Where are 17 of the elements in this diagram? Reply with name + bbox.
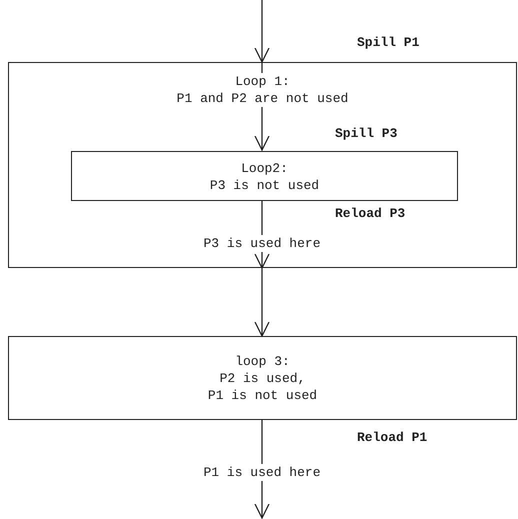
arrow xyxy=(254,0,270,63)
usage-note: P3 is used here xyxy=(203,235,321,252)
loop-description: P1 and P2 are not used xyxy=(176,90,348,107)
loop-heading: loop 3: xyxy=(235,352,290,370)
arrow xyxy=(254,62,270,151)
loop-heading: Loop2: xyxy=(241,160,288,177)
arrow xyxy=(254,420,270,519)
spill-annotation: Spill P1 xyxy=(357,34,420,51)
loop-heading: Loop 1: xyxy=(235,73,290,90)
arrow xyxy=(254,268,270,337)
reload-annotation: Reload P1 xyxy=(357,429,428,446)
reload-annotation: Reload P3 xyxy=(335,205,406,222)
usage-note: P1 is used here xyxy=(203,464,321,481)
arrow xyxy=(254,200,270,269)
inner-loop-box xyxy=(71,151,458,201)
loop-box xyxy=(8,336,517,420)
spill-annotation: Spill P3 xyxy=(335,125,398,142)
